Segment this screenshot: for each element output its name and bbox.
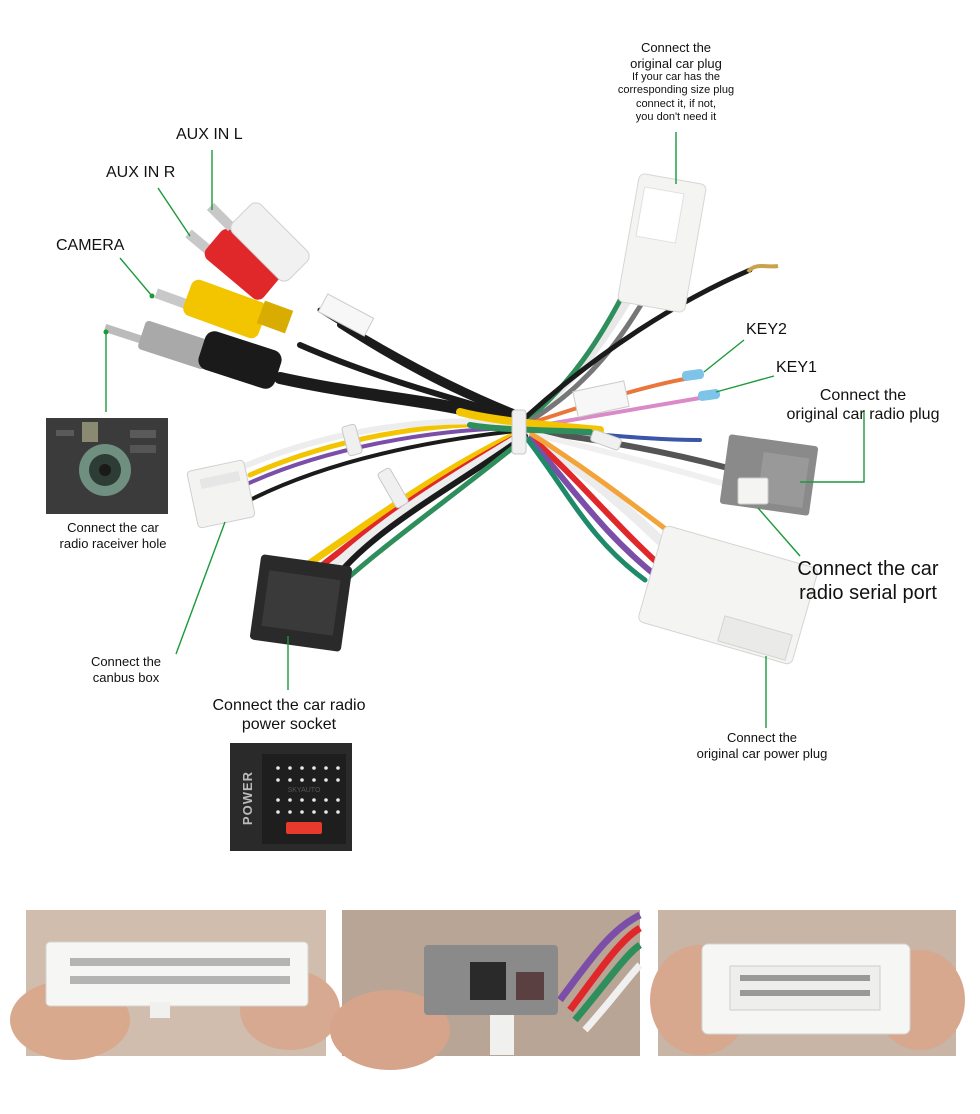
leader-lines [105,132,865,728]
fuse [286,822,322,834]
canbus-line2: canbus box [92,669,160,685]
original-car-power-plug-label: Connect the original car power plug [680,730,844,761]
power-vertical-text: POWER [240,771,255,825]
antenna-plug [103,320,282,389]
key1-label: KEY1 [776,359,817,376]
receiver-line1: Connect the car [67,520,159,535]
orig-radio-line1: Connect the [819,387,907,404]
power-socket-line2: power socket [241,716,337,734]
serial-port-label: Connect the car radio serial port [790,557,946,605]
original-car-radio-plug [719,434,819,516]
key1-sleeve [697,389,721,401]
aux-l-rca-plug [206,202,310,282]
zip-ties [341,409,622,509]
original-car-radio-plug-label: Connect the original car radio plug [776,386,950,424]
orig-plug-title-line1: Connect the [640,40,712,55]
original-car-plug [617,173,707,313]
photo-white-plug-right [650,910,965,1056]
serial-line2: radio serial port [799,582,937,604]
receiver-hole-photo [46,418,168,514]
photo-grey-plug-middle [330,910,643,1070]
camera-label: CAMERA [56,237,125,254]
power-socket-label: Connect the car radio power socket [196,696,382,734]
aux-r-rca-plug [185,228,281,300]
aux-in-l-label: AUX IN L [176,126,243,143]
cable-tag [572,380,630,418]
key2-label: KEY2 [746,321,787,338]
original-car-plug-label: Connect the original car plug If your ca… [606,40,746,124]
serial-line1: Connect the car [797,558,939,580]
serial-port-plug [737,477,769,505]
canbus-line1: Connect the [90,654,162,669]
power-socket-plug [249,554,353,652]
orig-plug-note-line1: If your car has the [631,71,721,84]
power-socket-photo: SKYAUTO POWER [230,743,352,851]
ground-lug [746,264,779,274]
orig-plug-note-line2: corresponding size plug [617,84,735,97]
socket-brand-text: SKYAUTO [288,787,321,794]
receiver-line2: radio raceiver hole [59,535,167,551]
orig-plug-note-line3: connect it, if not, [635,97,717,110]
receiver-hole-label: Connect the car radio raceiver hole [38,520,188,551]
key2-sleeve [681,369,705,381]
power-plug-line2: original car power plug [696,745,828,761]
cable-tag [317,293,375,337]
power-socket-line1: Connect the car radio [212,697,366,714]
photo-white-plug-left [10,910,340,1060]
orig-plug-title-line2: original car plug [630,55,722,71]
aux-in-r-label: AUX IN R [106,164,176,181]
original-car-power-plug [638,525,818,665]
wire-bundle [237,267,753,588]
leader-dots [103,293,155,335]
camera-rca-plug [154,279,294,339]
orig-plug-note-line4: you don't need it [635,110,717,123]
canbus-box-label: Connect the canbus box [74,654,178,685]
power-plug-line1: Connect the [726,730,798,745]
canbus-plug [186,459,256,529]
orig-radio-line2: original car radio plug [786,406,940,424]
